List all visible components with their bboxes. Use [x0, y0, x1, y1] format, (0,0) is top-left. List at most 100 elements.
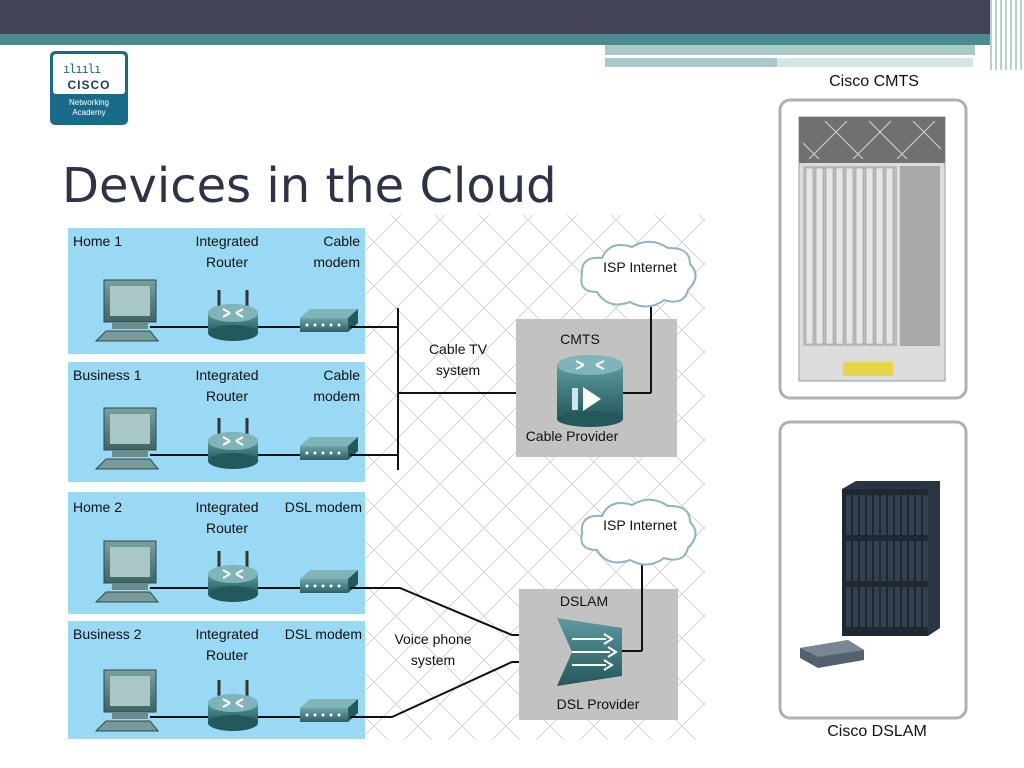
integrated-router-icon	[208, 551, 258, 602]
cmts-chassis-image	[798, 116, 946, 382]
dslam-line-card	[874, 495, 879, 535]
svg-text:Router: Router	[206, 388, 248, 404]
dslam-line-card	[909, 587, 914, 627]
computer-icon	[94, 407, 160, 470]
svg-text:Integrated: Integrated	[195, 626, 258, 642]
isp-internet-cloud-dsl: ISP Internet	[580, 498, 697, 566]
dslam-line-card	[867, 495, 872, 535]
site-devices-row	[94, 669, 358, 732]
cmts-line-card	[835, 167, 844, 345]
svg-text:DSL modem: DSL modem	[285, 626, 362, 642]
cmts-provider-box: CMTS Cable Provider	[516, 319, 677, 457]
dslam-line-card	[909, 541, 914, 581]
cisco-dslam-caption: Cisco DSLAM	[827, 723, 927, 740]
cmts-line-card	[815, 167, 824, 345]
site-name: Home 2	[73, 499, 122, 515]
dslam-line-card	[895, 587, 900, 627]
svg-text:modem: modem	[313, 254, 360, 270]
cmts-line-card	[855, 167, 864, 345]
logo-subtitle: Networking Academy	[68, 98, 109, 117]
svg-text:Router: Router	[206, 520, 248, 536]
dslam-chassis-image	[800, 481, 940, 668]
svg-text:Cable: Cable	[323, 367, 360, 383]
slide-title: Devices in the Cloud	[62, 158, 557, 214]
cisco-dslam-photo-panel: Cisco DSLAM	[778, 420, 968, 740]
dslam-line-card	[853, 495, 858, 535]
modem-icon	[300, 570, 358, 593]
svg-text:Integrated: Integrated	[195, 233, 258, 249]
dslam-line-card	[860, 495, 865, 535]
dslam-line-card	[881, 587, 886, 627]
cisco-bars-icon: ılıılı	[63, 62, 101, 76]
computer-icon	[94, 540, 160, 603]
dslam-line-card	[923, 541, 928, 581]
dslam-line-card	[867, 541, 872, 581]
cmts-router-icon	[557, 355, 623, 427]
svg-text:DSL modem: DSL modem	[285, 499, 362, 515]
header-corner-lines	[990, 0, 1024, 70]
integrated-router-icon	[208, 290, 258, 341]
dslam-line-card	[846, 587, 851, 627]
dslam-line-card	[888, 495, 893, 535]
cable-tv-label: Cable TV	[429, 341, 488, 357]
cmts-line-card	[865, 167, 874, 345]
header-stripe	[0, 34, 1024, 45]
cisco-cmts-caption: Cisco CMTS	[829, 73, 919, 90]
computer-icon	[94, 669, 160, 732]
dslam-device-icon	[557, 618, 622, 686]
isp-internet-label: ISP Internet	[603, 259, 677, 275]
isp-internet-label: ISP Internet	[603, 517, 677, 533]
site-name: Home 1	[73, 233, 122, 249]
dslam-line-card	[902, 541, 907, 581]
site-name: Business 1	[73, 367, 142, 383]
cmts-line-card	[845, 167, 854, 345]
dslam-line-card	[888, 541, 893, 581]
dslam-line-card	[916, 495, 921, 535]
svg-text:Cable: Cable	[323, 233, 360, 249]
dsl-provider-label: DSL Provider	[557, 696, 640, 712]
site-devices-row	[94, 540, 358, 603]
dslam-line-card	[923, 587, 928, 627]
site-devices-row	[94, 279, 358, 342]
cmts-line-card	[875, 167, 884, 345]
svg-text:Router: Router	[206, 254, 248, 270]
cable-provider-label: Cable Provider	[526, 428, 619, 444]
dslam-line-card	[923, 495, 928, 535]
dslam-line-card	[860, 541, 865, 581]
cmts-line-card	[885, 167, 894, 345]
integrated-router-icon	[208, 680, 258, 731]
dslam-line-card	[888, 587, 893, 627]
dslam-provider-box: DSLAM DSL Provider	[519, 589, 678, 720]
modem-icon	[300, 699, 358, 722]
header-stripe-accent-3	[777, 58, 973, 67]
dslam-line-card	[895, 541, 900, 581]
dslam-line-card	[895, 495, 900, 535]
dslam-line-card	[874, 541, 879, 581]
svg-text:modem: modem	[313, 388, 360, 404]
cmts-line-card	[825, 167, 834, 345]
dslam-line-card	[867, 587, 872, 627]
dslam-line-card	[881, 541, 886, 581]
computer-icon	[94, 279, 160, 342]
dslam-line-card	[846, 541, 851, 581]
dslam-line-card	[874, 587, 879, 627]
svg-text:Integrated: Integrated	[195, 499, 258, 515]
dslam-line-card	[881, 495, 886, 535]
dslam-line-card	[860, 587, 865, 627]
cmts-line-card	[805, 167, 814, 345]
svg-text:system: system	[436, 362, 480, 378]
header-stripe-accent	[605, 45, 975, 55]
modem-icon	[300, 437, 358, 460]
dslam-title: DSLAM	[560, 593, 608, 609]
integrated-router-icon	[208, 418, 258, 469]
dslam-line-card	[853, 587, 858, 627]
site-name: Business 2	[73, 626, 142, 642]
cmts-title: CMTS	[560, 331, 600, 347]
logo-brand: CISCO	[67, 78, 111, 92]
dslam-line-card	[902, 495, 907, 535]
svg-text:Integrated: Integrated	[195, 367, 258, 383]
dslam-line-card	[846, 495, 851, 535]
voice-phone-label: Voice phone	[394, 631, 471, 647]
svg-text:system: system	[411, 652, 455, 668]
dslam-line-card	[916, 587, 921, 627]
